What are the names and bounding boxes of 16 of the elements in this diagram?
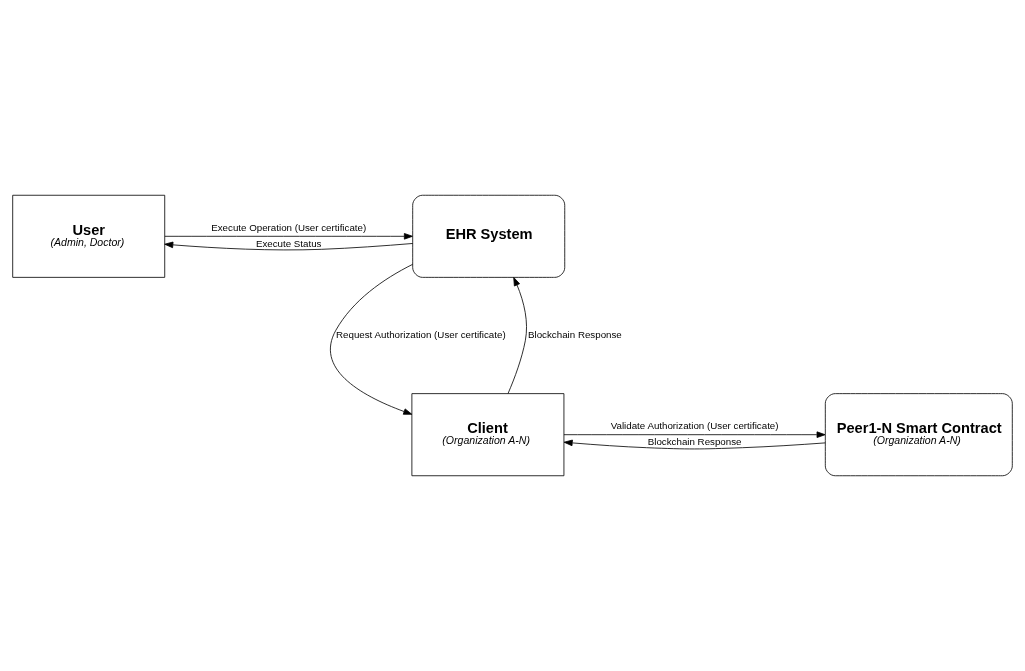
node-box: Client (Organization A-N)	[411, 393, 565, 477]
arrow	[164, 241, 414, 251]
edge-label: Validate Authorization (User certificate)	[610, 420, 779, 432]
node-box: User (Admin, Doctor)	[12, 194, 166, 278]
arrow	[563, 439, 826, 450]
edge-label: Execute Status	[255, 237, 322, 249]
arrow	[507, 277, 527, 394]
arrow	[330, 263, 413, 415]
arrow	[563, 431, 826, 438]
edge-label: Blockchain Response	[647, 435, 742, 447]
edge-label: Blockchain Response	[528, 329, 622, 341]
edge-label: Request Authorization (User certificate)	[336, 329, 506, 341]
arrow	[164, 233, 413, 240]
edge-label: Execute Operation (User certificate)	[211, 222, 367, 234]
node-box: Peer1-N Smart Contract (Organization A-N)	[824, 393, 1013, 477]
node-box: EHR System	[412, 194, 566, 278]
